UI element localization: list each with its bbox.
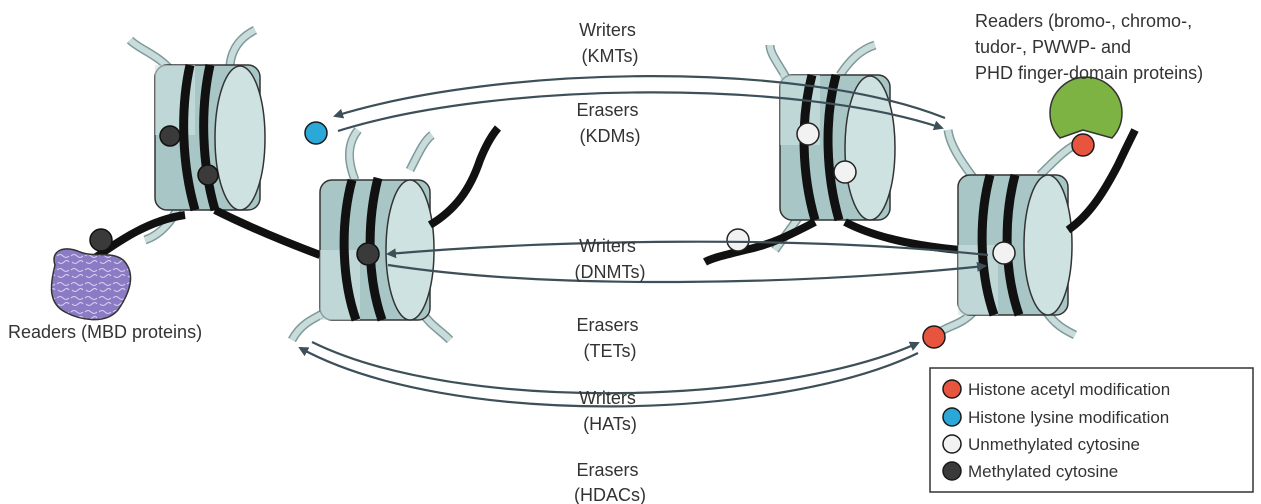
- legend: Histone acetyl modification Histone lysi…: [930, 368, 1253, 492]
- histone-lysine-mark: [305, 122, 327, 144]
- kdm-erasers-label: Erasers (KDMs): [576, 100, 643, 146]
- hat-writers-label: Writers (HATs): [579, 388, 641, 434]
- legend-swatch-methylated: [943, 462, 961, 480]
- legend-swatch-acetyl: [943, 380, 961, 398]
- histone-acetyl-mark-top: [1072, 134, 1094, 156]
- legend-item-lysine: Histone lysine modification: [943, 408, 1169, 427]
- domain-reader-protein: [1050, 77, 1122, 138]
- legend-item-methylated: Methylated cytosine: [943, 462, 1118, 481]
- dnmt-writers-label: Writers (DNMTs): [575, 236, 646, 282]
- legend-label-lysine: Histone lysine modification: [968, 408, 1169, 427]
- legend-item-acetyl: Histone acetyl modification: [943, 380, 1170, 399]
- legend-label-unmethylated: Unmethylated cytosine: [968, 435, 1140, 454]
- hdac-erasers-label: Erasers (HDACs): [574, 460, 646, 504]
- kmt-writers-label: Writers (KMTs): [579, 20, 641, 66]
- histone-acetyl-mark-bottom: [923, 326, 945, 348]
- tet-erasers-label: Erasers (TETs): [576, 315, 643, 361]
- legend-label-methylated: Methylated cytosine: [968, 462, 1118, 481]
- legend-swatch-unmethylated: [943, 435, 961, 453]
- legend-item-unmethylated: Unmethylated cytosine: [943, 435, 1140, 454]
- domain-readers-label: Readers (bromo-, chromo-, tudor-, PWWP- …: [975, 11, 1203, 83]
- legend-label-acetyl: Histone acetyl modification: [968, 380, 1170, 399]
- mbd-reader-protein: [51, 249, 130, 320]
- nucleosome-unmethylated-top-right: [705, 45, 960, 262]
- mbd-readers-label: Readers (MBD proteins): [8, 322, 202, 342]
- nucleosome-right: [940, 130, 1135, 335]
- nucleosome-center-left: [292, 128, 498, 340]
- nucleosome-methylated-top-left: [60, 30, 320, 280]
- legend-swatch-lysine: [943, 408, 961, 426]
